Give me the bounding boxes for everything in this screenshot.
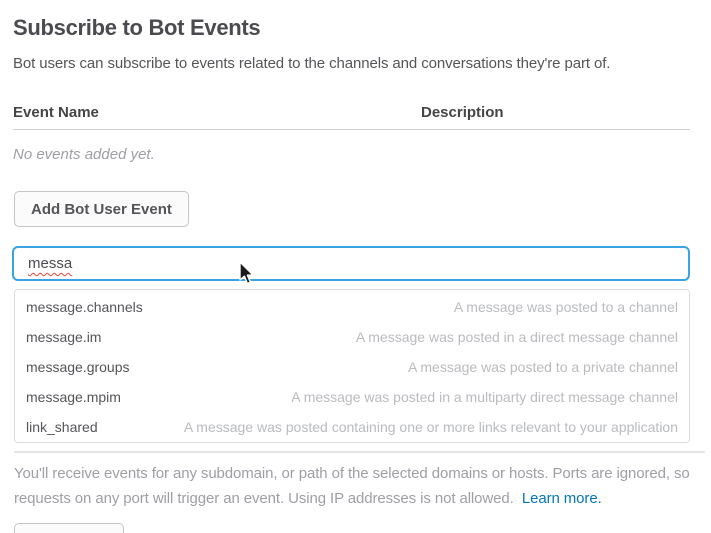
event-search-input[interactable]: messa	[12, 246, 690, 281]
footer-note-line2: requests on any port will trigger an eve…	[14, 490, 514, 507]
bottom-partial-button[interactable]	[14, 523, 124, 533]
event-name-label: message.im	[26, 329, 102, 345]
dropdown-item-message-channels[interactable]: message.channels A message was posted to…	[15, 292, 689, 322]
event-description-label: A message was posted to a channel	[453, 299, 678, 315]
dropdown-item-link-shared[interactable]: link_shared A message was posted contain…	[15, 412, 689, 442]
page-title: Subscribe to Bot Events	[13, 15, 261, 40]
page-subtitle: Bot users can subscribe to events relate…	[13, 55, 611, 72]
event-description-label: A message was posted in a direct message…	[355, 329, 678, 345]
column-header-event-name: Event Name	[13, 104, 99, 121]
event-name-label: message.channels	[26, 299, 143, 315]
table-header-divider	[13, 129, 690, 130]
column-header-description: Description	[421, 104, 504, 121]
footer-note-line1: You'll receive events for any subdomain,…	[14, 465, 690, 482]
event-name-label: link_shared	[26, 419, 98, 435]
section-divider	[14, 451, 705, 453]
events-table-header: Event Name Description	[13, 104, 690, 121]
event-typeahead-dropdown: message.channels A message was posted to…	[14, 289, 690, 443]
footer-note: You'll receive events for any subdomain,…	[14, 461, 704, 511]
learn-more-link[interactable]: Learn more.	[521, 490, 602, 507]
event-description-label: A message was posted containing one or m…	[183, 419, 678, 435]
dropdown-item-message-im[interactable]: message.im A message was posted in a dir…	[15, 322, 689, 352]
event-description-label: A message was posted in a multiparty dir…	[291, 389, 678, 405]
dropdown-item-message-groups[interactable]: message.groups A message was posted to a…	[15, 352, 689, 382]
event-name-label: message.groups	[26, 359, 130, 375]
event-name-label: message.mpim	[26, 389, 121, 405]
add-bot-user-event-button[interactable]: Add Bot User Event	[14, 191, 189, 227]
dropdown-item-message-mpim[interactable]: message.mpim A message was posted in a m…	[15, 382, 689, 412]
event-description-label: A message was posted to a private channe…	[407, 359, 678, 375]
search-input-value: messa	[28, 255, 73, 272]
empty-state-text: No events added yet.	[13, 146, 155, 163]
